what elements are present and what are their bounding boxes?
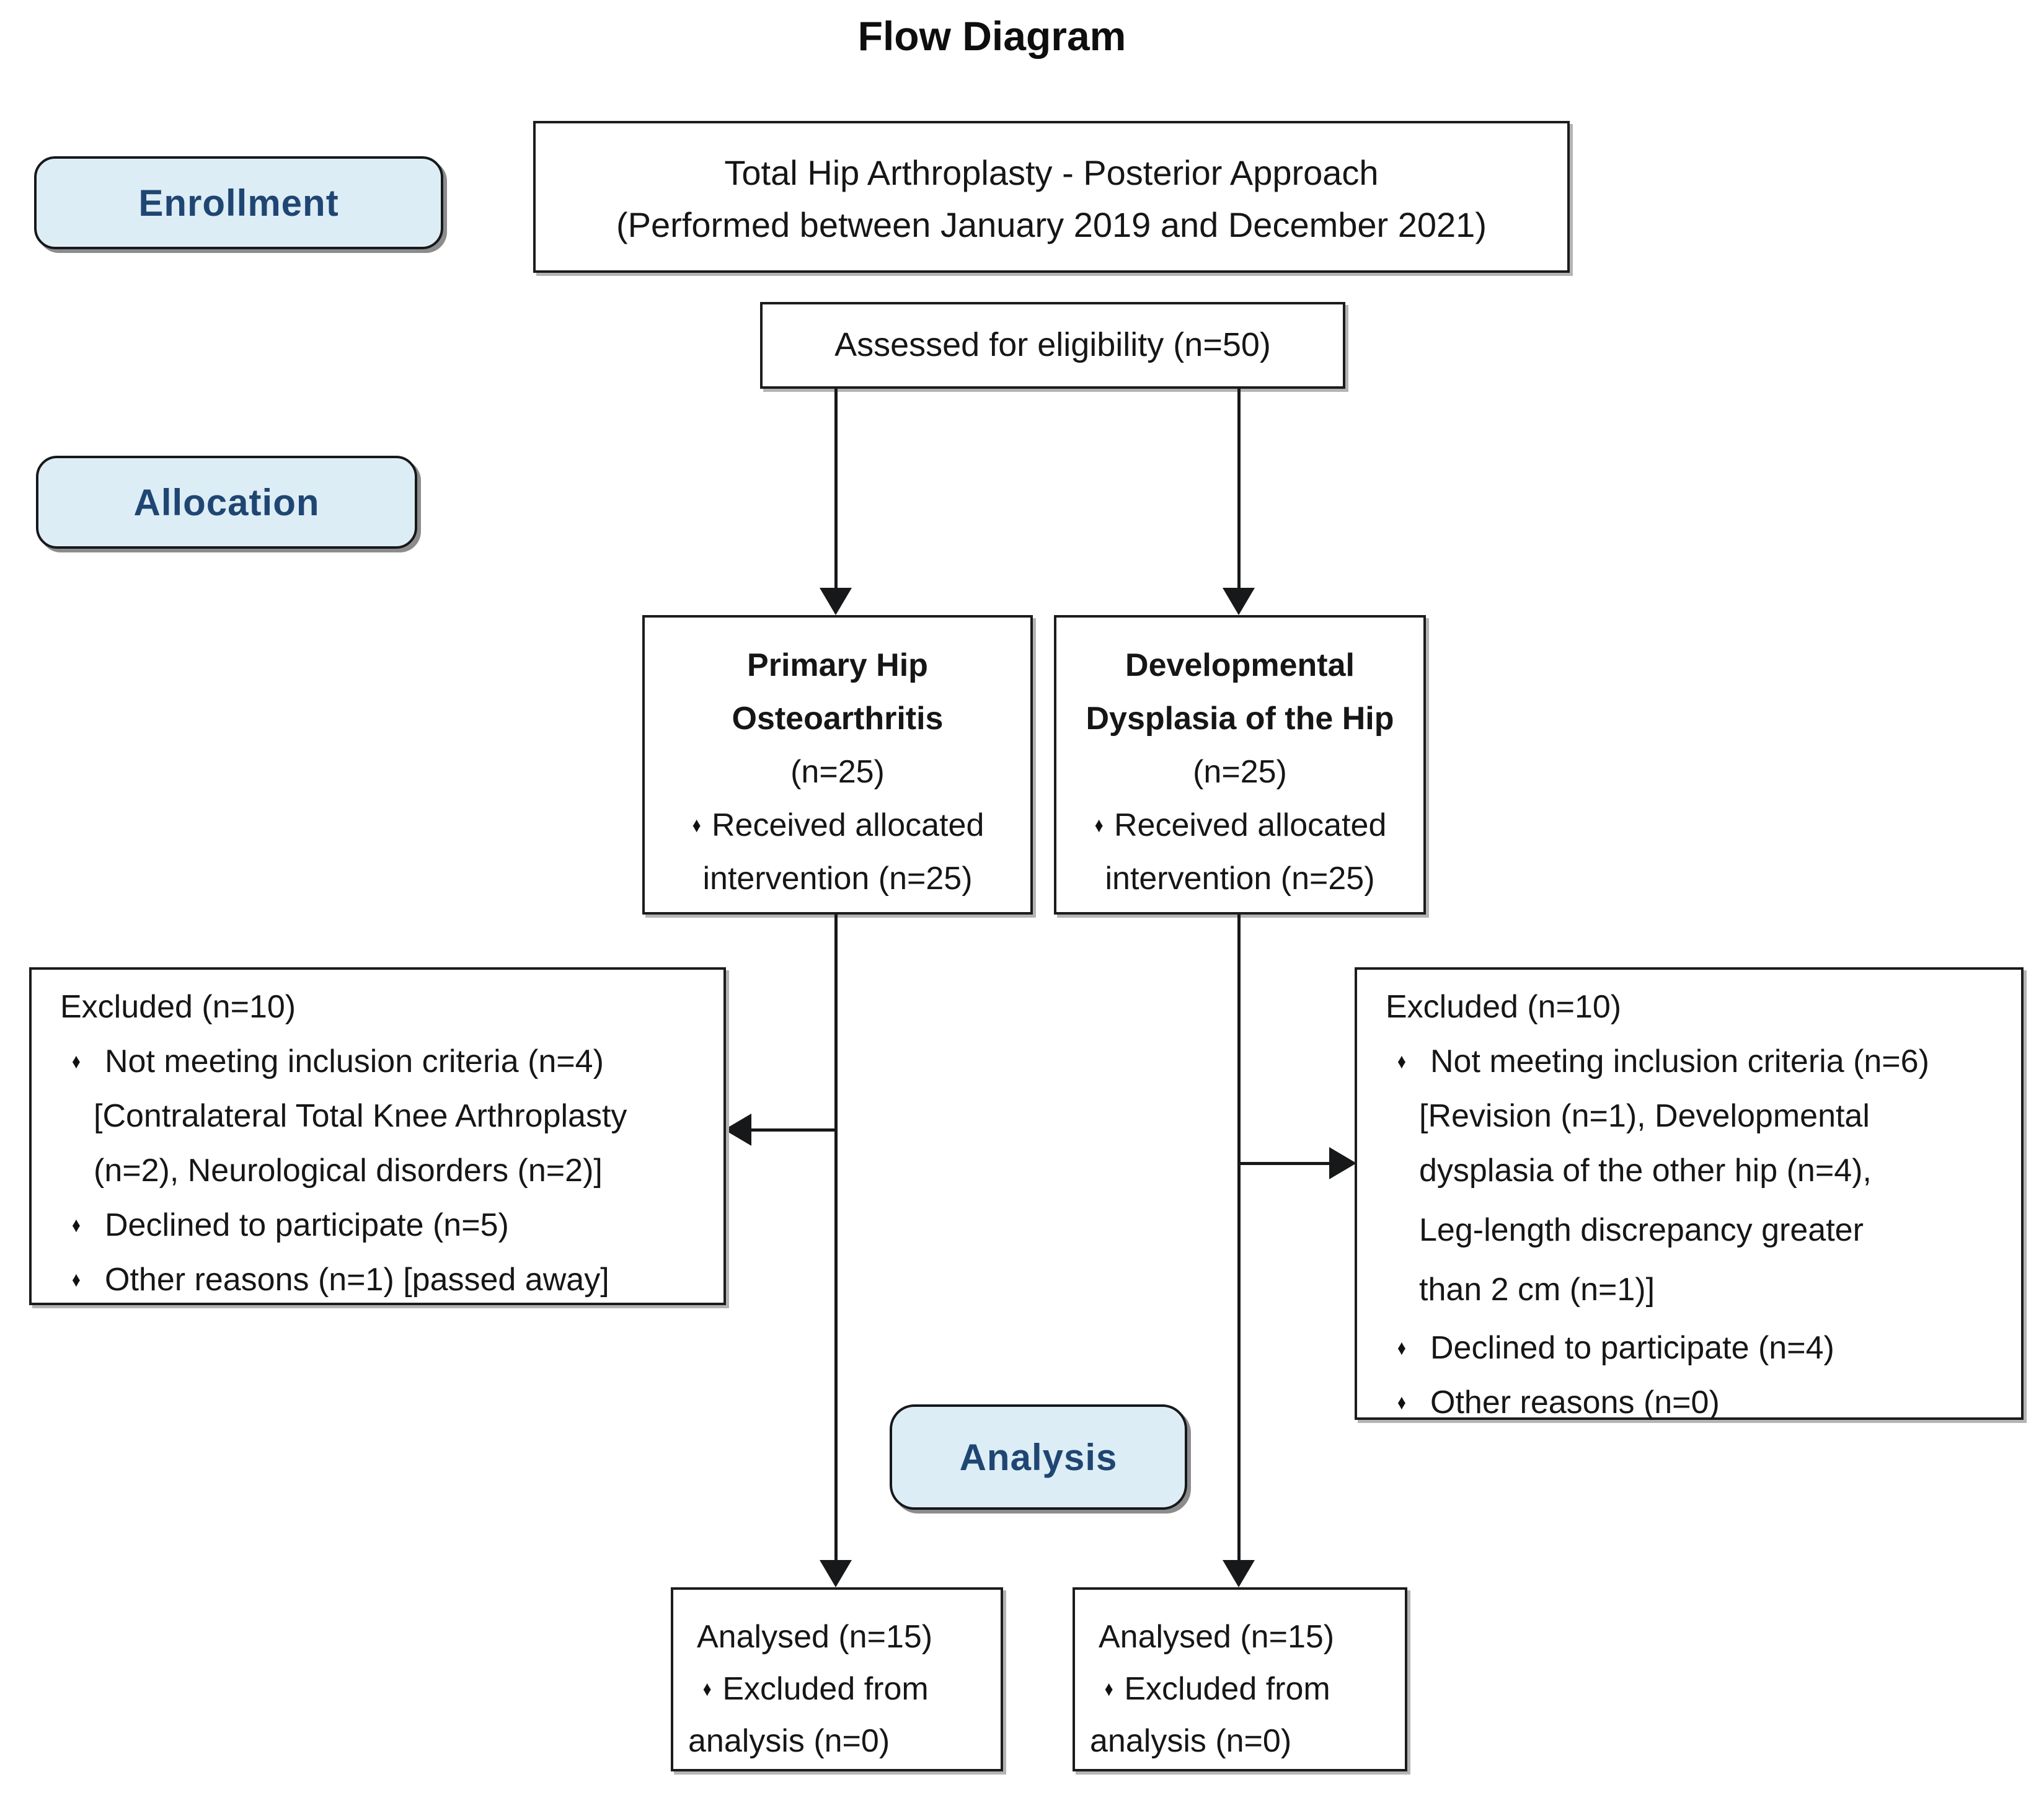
- analysed-box-left: Analysed (n=15) ♦ Excluded from analysis…: [671, 1587, 1003, 1771]
- excluded-right-item1-cont2: dysplasia of the other hip (n=4),: [1419, 1153, 1872, 1189]
- excluded-right-item1: ♦ Not meeting inclusion criteria (n=6): [1381, 1034, 2021, 1089]
- excluded-right-header: Excluded (n=10): [1386, 989, 1622, 1025]
- excluded-left-item3: ♦ Other reasons (n=1) [passed away]: [55, 1252, 723, 1307]
- analysed-box-right: Analysed (n=15) ♦ Excluded from analysis…: [1073, 1587, 1407, 1771]
- connector-left-group-to-analysed: [834, 915, 838, 1562]
- diamond-bullet-icon: ♦: [692, 813, 701, 837]
- analysed-right-bullet-text: Excluded from: [1124, 1671, 1330, 1707]
- excluded-left-item1-cont1: [Contralateral Total Knee Arthroplasty: [94, 1098, 627, 1134]
- arrowhead-right-excluded: [1329, 1147, 1356, 1179]
- excluded-left-item2: ♦ Declined to participate (n=5): [55, 1198, 723, 1252]
- analysed-left-line1: Analysed (n=15): [697, 1619, 933, 1655]
- excluded-right-item3-text: Other reasons (n=0): [1430, 1385, 1720, 1420]
- analysed-right-bullet-cont: analysis (n=0): [1090, 1723, 1292, 1759]
- arrowhead-down-right-group: [1223, 588, 1255, 615]
- excluded-right-item1-text: Not meeting inclusion criteria (n=6): [1430, 1044, 1929, 1079]
- excluded-right-item2-text: Declined to participate (n=4): [1430, 1330, 1834, 1366]
- group-right-bullet-line: ♦ Received allocated: [1056, 799, 1423, 852]
- group-right-n: (n=25): [1193, 754, 1287, 790]
- diamond-bullet-icon: ♦: [1397, 1050, 1406, 1073]
- excluded-box-right: Excluded (n=10) ♦ Not meeting inclusion …: [1355, 967, 2024, 1420]
- stage-label-allocation: Allocation: [36, 456, 417, 549]
- excluded-left-item1-cont2: (n=2), Neurological disorders (n=2)]: [94, 1153, 603, 1189]
- arrowhead-down-left-analysed: [820, 1560, 852, 1587]
- excluded-right-item3: ♦ Other reasons (n=0): [1381, 1375, 2021, 1430]
- group-right-title-line1: Developmental: [1125, 647, 1355, 683]
- arrowhead-down-right-analysed: [1223, 1560, 1255, 1587]
- analysed-left-bullet-cont: analysis (n=0): [688, 1723, 890, 1759]
- connector-assessed-to-right-group: [1237, 389, 1241, 590]
- excluded-right-item1-cont1: [Revision (n=1), Developmental: [1419, 1098, 1870, 1134]
- analysed-right-bullet-line: ♦ Excluded from: [1075, 1663, 1405, 1715]
- excluded-right-item2: ♦ Declined to participate (n=4): [1381, 1321, 2021, 1375]
- excluded-box-left: Excluded (n=10) ♦ Not meeting inclusion …: [29, 967, 726, 1305]
- arrowhead-down-left-group: [820, 588, 852, 615]
- analysed-left-bullet-text: Excluded from: [722, 1671, 929, 1707]
- diamond-bullet-icon: ♦: [1397, 1336, 1406, 1360]
- analysed-right-line1: Analysed (n=15): [1099, 1619, 1335, 1655]
- excluded-left-header: Excluded (n=10): [60, 989, 296, 1025]
- connector-right-group-to-analysed: [1237, 915, 1241, 1562]
- arrowhead-left-excluded: [724, 1114, 751, 1146]
- excluded-left-item1: ♦ Not meeting inclusion criteria (n=4): [55, 1034, 723, 1089]
- assessed-eligibility-text: Assessed for eligibility (n=50): [834, 326, 1271, 363]
- allocation-box-primary-hip-osteoarthritis: Primary Hip Osteoarthritis (n=25) ♦ Rece…: [642, 615, 1033, 915]
- excluded-right-item1-cont3: Leg-length discrepancy greater: [1419, 1212, 1864, 1248]
- diamond-bullet-icon: ♦: [72, 1268, 81, 1292]
- excluded-left-item2-text: Declined to participate (n=5): [105, 1207, 509, 1243]
- study-title-box: Total Hip Arthroplasty - Posterior Appro…: [533, 121, 1570, 273]
- diamond-bullet-icon: ♦: [72, 1213, 81, 1237]
- study-title-line2: (Performed between January 2019 and Dece…: [616, 205, 1487, 244]
- group-left-n: (n=25): [790, 754, 885, 790]
- group-left-bullet-text: Received allocated: [711, 807, 984, 843]
- group-left-bullet-line: ♦ Received allocated: [645, 799, 1030, 852]
- connector-branch-to-right-excluded: [1239, 1162, 1330, 1165]
- group-left-title-line2: Osteoarthritis: [732, 701, 944, 737]
- stage-label-enrollment: Enrollment: [34, 156, 443, 249]
- group-left-bullet-cont: intervention (n=25): [702, 861, 973, 897]
- diamond-bullet-icon: ♦: [1104, 1677, 1113, 1701]
- excluded-left-item1-text: Not meeting inclusion criteria (n=4): [105, 1044, 604, 1079]
- stage-label-allocation-text: Allocation: [133, 481, 320, 523]
- assessed-eligibility-box: Assessed for eligibility (n=50): [760, 302, 1345, 389]
- page-title: Flow Diagram: [857, 13, 1126, 59]
- excluded-left-item3-text: Other reasons (n=1) [passed away]: [105, 1262, 609, 1298]
- excluded-right-item1-cont4: than 2 cm (n=1)]: [1419, 1272, 1655, 1308]
- stage-label-analysis: Analysis: [890, 1404, 1187, 1510]
- diamond-bullet-icon: ♦: [1094, 813, 1104, 837]
- diamond-bullet-icon: ♦: [72, 1050, 81, 1073]
- connector-assessed-to-left-group: [834, 389, 838, 590]
- group-left-title-line1: Primary Hip: [747, 647, 928, 683]
- group-right-title-line2: Dysplasia of the Hip: [1086, 701, 1394, 737]
- diamond-bullet-icon: ♦: [702, 1677, 712, 1701]
- analysed-left-bullet-line: ♦ Excluded from: [673, 1663, 1001, 1715]
- stage-label-analysis-text: Analysis: [959, 1436, 1118, 1478]
- study-title-line1: Total Hip Arthroplasty - Posterior Appro…: [724, 153, 1379, 192]
- connector-branch-to-left-excluded: [750, 1128, 837, 1132]
- stage-label-enrollment-text: Enrollment: [138, 182, 339, 224]
- group-right-bullet-text: Received allocated: [1113, 807, 1387, 843]
- allocation-box-developmental-dysplasia: Developmental Dysplasia of the Hip (n=25…: [1054, 615, 1426, 915]
- diamond-bullet-icon: ♦: [1397, 1391, 1406, 1414]
- group-right-bullet-cont: intervention (n=25): [1105, 861, 1375, 897]
